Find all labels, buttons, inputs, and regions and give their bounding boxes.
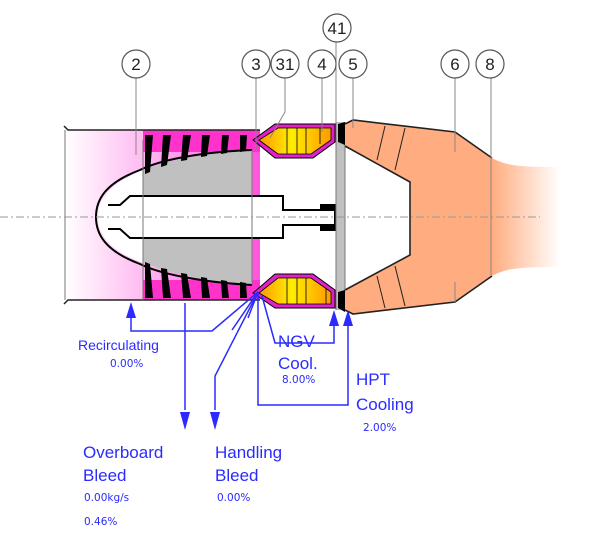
compressor-annulus-bottom	[143, 280, 260, 300]
shaft	[108, 195, 336, 239]
handling-arrow-icon	[210, 412, 220, 430]
ngv-cooling-label-1: NGV	[278, 332, 315, 351]
station-label: 5	[348, 55, 357, 74]
station-2: 2	[121, 49, 151, 79]
overboard-bleed-value: 0.46%	[84, 516, 118, 528]
handling-bleed-line	[214, 291, 259, 410]
station-label: 3	[251, 55, 260, 74]
handling-bleed-label-2: Bleed	[215, 466, 259, 485]
turbine-disk	[336, 122, 345, 310]
handling-bleed-label-1: Handling	[215, 443, 283, 462]
station-8: 8	[475, 49, 505, 79]
recirculating-value: 0.00%	[110, 358, 144, 370]
hpt-cooling-value: 2.00%	[363, 422, 397, 434]
combustor-bottom	[252, 273, 336, 309]
station-label: 4	[317, 55, 326, 74]
station-31: 31	[270, 49, 300, 79]
hpt-cooling-line	[257, 292, 349, 406]
recirculating-label: Recirculating	[78, 337, 159, 353]
compressor-blades-top	[145, 135, 247, 174]
ngv-cooling-label-2: Cool.	[278, 354, 318, 373]
compressor-blades-bottom	[145, 262, 247, 298]
ngv-cooling-value: 8.00%	[282, 374, 316, 386]
station-3: 3	[241, 49, 271, 79]
ngv-arrow-icon	[329, 310, 339, 326]
handling-bleed-value: 0.00%	[217, 492, 251, 504]
overboard-arrow-icon	[180, 412, 190, 430]
hpt-cooling-label-1: HPT	[356, 370, 390, 389]
station-5: 5	[338, 49, 368, 79]
station-label: 6	[450, 55, 459, 74]
station-label: 41	[328, 19, 347, 38]
overboard-bleed-label-2: Bleed	[83, 466, 127, 485]
recirculating-arrow-icon	[126, 302, 136, 318]
compressor-annulus-top	[143, 130, 260, 152]
hpt-cooling-label-2: Cooling	[356, 395, 414, 414]
exhaust-plume	[492, 158, 560, 276]
overboard-bleed-label-1: Overboard	[83, 443, 164, 462]
combustor-top	[252, 123, 336, 159]
station-label: 2	[131, 55, 140, 74]
station-6: 6	[440, 49, 470, 79]
hpt-arrow-icon	[343, 310, 353, 326]
recirculating-flow-line	[130, 291, 259, 332]
station-label: 8	[485, 55, 494, 74]
station-label: 31	[276, 55, 295, 74]
station-4: 4	[307, 49, 337, 79]
station-41: 41	[322, 13, 352, 43]
overboard-bleed-flow: 0.00kg/s	[84, 492, 130, 504]
ngv-cooling-line	[261, 295, 335, 344]
